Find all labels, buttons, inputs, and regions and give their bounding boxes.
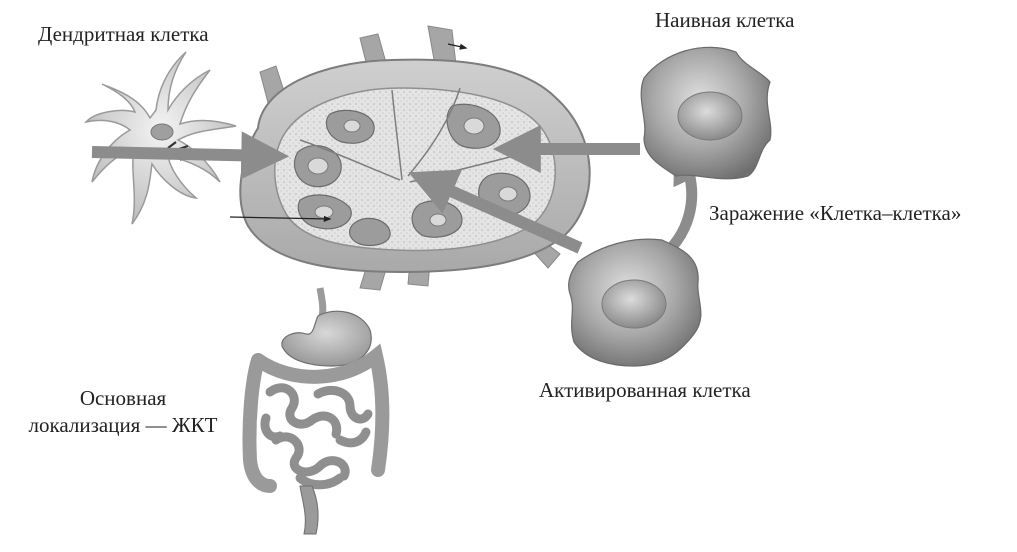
naive-cell-label: Наивная клетка	[655, 7, 795, 34]
dendritic-cell-label: Дендритная клетка	[38, 21, 209, 48]
activated-cell-label: Активированная клетка	[539, 377, 751, 404]
naive-cell-icon	[641, 47, 771, 178]
primary-location-line1: Основная	[18, 385, 228, 412]
cell-to-cell-infection-label: Заражение «Клетка–клетка»	[709, 200, 961, 227]
dendritic-cell-icon	[86, 52, 236, 224]
digestive-tract-icon	[249, 288, 382, 534]
arrow-dendritic-to-node	[92, 152, 270, 156]
lymph-node-icon	[230, 26, 590, 290]
activated-cell-icon	[569, 239, 701, 366]
primary-location-line2: локализация — ЖКТ	[18, 412, 228, 439]
primary-location-label: Основная локализация — ЖКТ	[18, 385, 228, 439]
